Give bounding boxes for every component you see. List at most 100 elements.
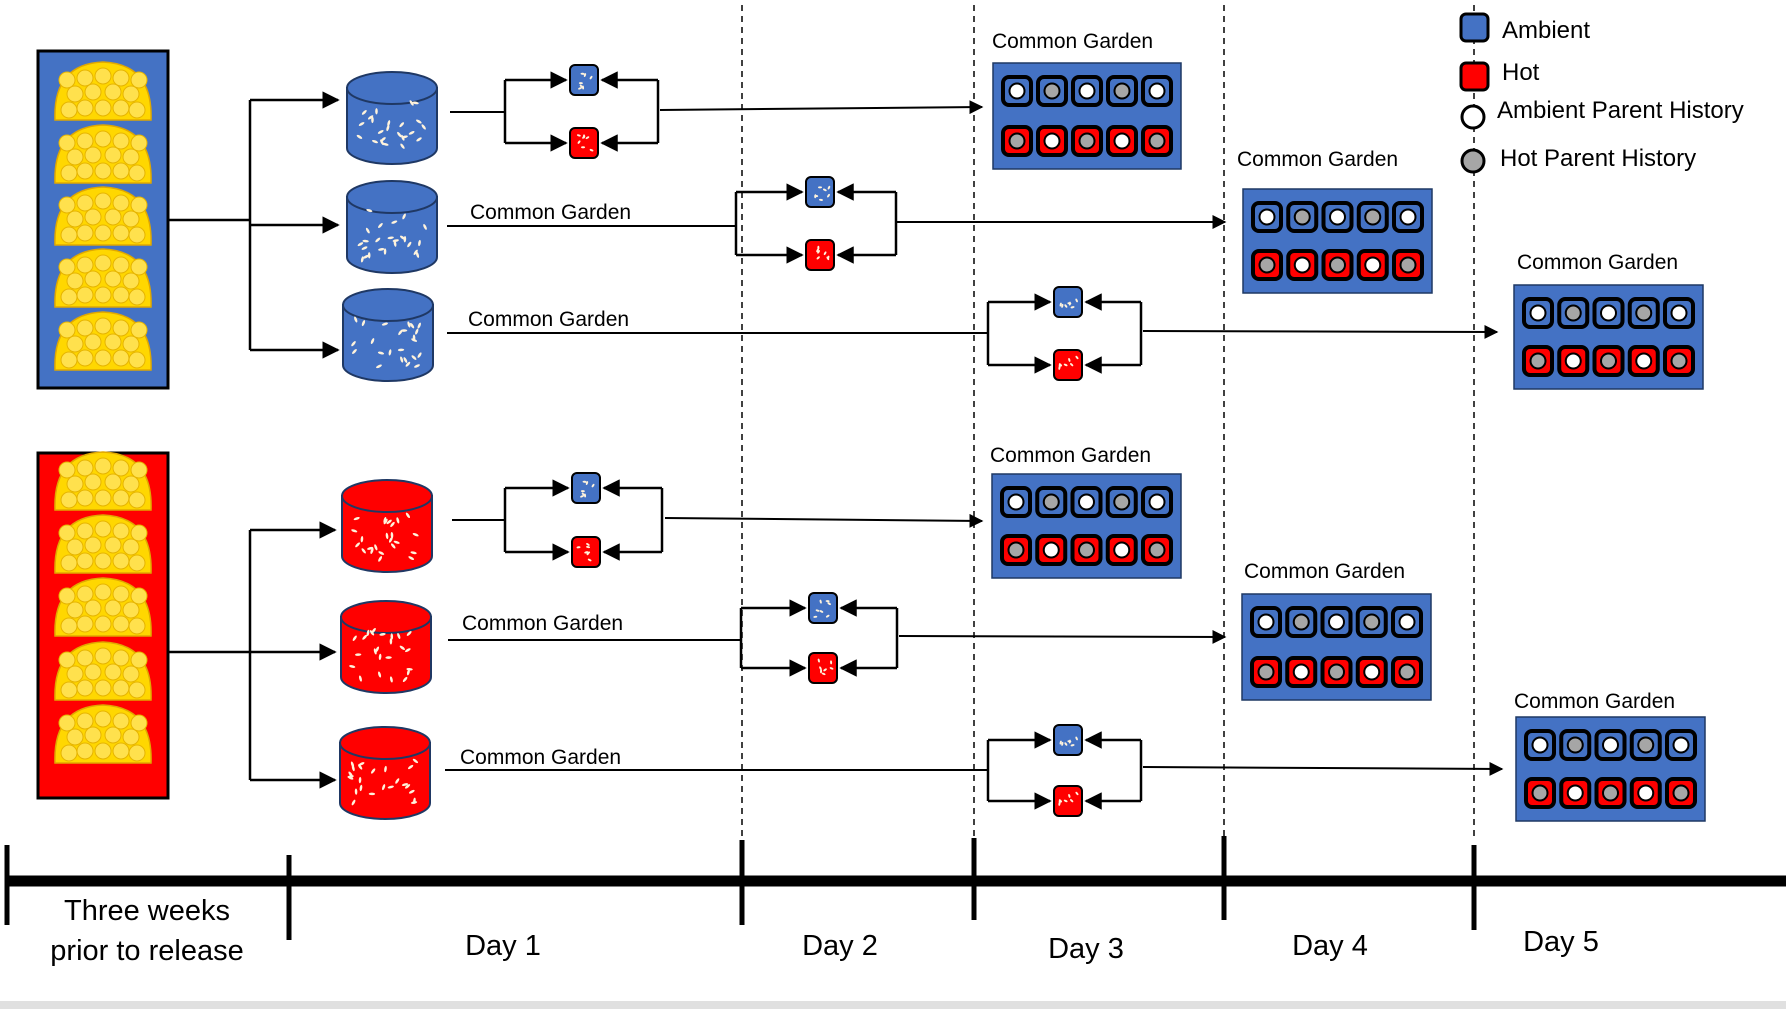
ambient-parent-larva	[1257, 613, 1275, 631]
ambient-parent-larva	[1637, 784, 1655, 802]
timeline-label-prior-release: prior to release	[50, 935, 243, 967]
ambient-parent-larva	[1635, 352, 1653, 370]
hot-treatment-icon	[805, 239, 835, 271]
ambient-parent-larva	[1600, 304, 1617, 322]
larval-container-icon	[340, 600, 432, 694]
hot-parent-larva	[1637, 736, 1655, 754]
treatment-split	[739, 599, 899, 677]
ambient-parent-larva	[1078, 493, 1095, 511]
timeline-label-day3: Day 3	[1048, 933, 1124, 965]
ambient-parent-larva	[1566, 784, 1584, 802]
common-garden-tray	[1513, 284, 1704, 390]
common-garden-title: Common Garden	[1244, 560, 1405, 583]
ambient-coral-stack	[54, 61, 152, 371]
legend-hot-parent-label: Hot Parent History	[1500, 145, 1696, 172]
ambient-parent-larva	[1328, 613, 1345, 631]
hot-parent-larva	[1635, 304, 1653, 322]
common-garden-title: Common Garden	[990, 444, 1151, 467]
common-garden-label: Common Garden	[470, 201, 631, 224]
timeline-label-day1: Day 1	[465, 930, 541, 962]
timeline-ticks	[4, 836, 1477, 940]
ambient-parent-larva	[1529, 304, 1547, 322]
hot-parent-larva	[1328, 663, 1345, 681]
ambient-parent-larva	[1007, 493, 1025, 511]
coral-colony-icon	[54, 514, 152, 574]
ambient-parent-larva	[1043, 132, 1061, 150]
hot-parent-larva	[1292, 613, 1310, 631]
ambient-treatment-icon	[569, 64, 599, 96]
timeline-label-three-weeks: Three weeks	[64, 895, 230, 927]
day-separators	[741, 5, 1475, 840]
common-garden-title: Common Garden	[1237, 148, 1398, 171]
larval-container-icon	[342, 288, 434, 382]
common-garden-tray	[992, 62, 1182, 170]
hot-treatment-icon	[1053, 349, 1083, 381]
hot-coral-stack	[54, 451, 152, 764]
common-garden-trays	[991, 62, 1706, 822]
coral-colony-icon	[54, 451, 152, 511]
timeline-label-day4: Day 4	[1292, 930, 1368, 962]
legend-ambient-swatch	[1459, 12, 1490, 43]
legend-ambient-parent-marker	[1460, 104, 1486, 130]
common-garden-title: Common Garden	[992, 30, 1153, 53]
hot-parent-larva	[1566, 736, 1584, 754]
common-garden-tray	[1242, 188, 1433, 294]
hot-parent-larva	[1042, 493, 1060, 511]
ambient-treatment-icon	[1053, 724, 1083, 756]
hot-parent-larva	[1602, 784, 1619, 802]
hot-treatment-icon	[569, 127, 599, 159]
treatment-split	[986, 293, 1143, 374]
coral-colony-icon	[54, 311, 152, 371]
legend: Ambient Hot Ambient Parent History Hot P…	[1459, 12, 1744, 174]
treatment-split	[986, 731, 1143, 810]
coral-colony-icon	[54, 61, 152, 121]
common-garden-tray	[1241, 593, 1432, 701]
ambient-parent-larva	[1042, 541, 1060, 559]
ambient-parent-larva	[1398, 613, 1416, 631]
hot-parent-larva	[1529, 352, 1547, 370]
garden-arrows	[659, 100, 1504, 776]
hot-parent-larva	[1007, 541, 1025, 559]
common-garden-title: Common Garden	[1514, 690, 1675, 713]
hot-parent-larva	[1600, 352, 1617, 370]
coral-colony-icon	[54, 704, 152, 764]
larval-container-icon	[341, 479, 433, 573]
common-garden-tray	[991, 473, 1182, 579]
ambient-treatment-icon	[1053, 286, 1083, 318]
hot-parent-larva	[1672, 784, 1690, 802]
parent-branch-connectors	[168, 91, 340, 789]
coral-colony-icon	[54, 577, 152, 637]
larval-container-icon	[346, 71, 438, 165]
timeline-label-day2: Day 2	[802, 930, 878, 962]
legend-hot-parent-marker	[1460, 148, 1486, 174]
ambient-parent-larva	[1148, 82, 1166, 100]
hot-parent-larva	[1670, 352, 1688, 370]
ambient-parent-larva	[1329, 208, 1346, 226]
coral-colony-icon	[54, 641, 152, 701]
hot-treatment-icon	[808, 652, 838, 684]
common-garden-label: Common Garden	[468, 308, 629, 331]
hot-parent-larva	[1564, 304, 1582, 322]
common-garden-title: Common Garden	[1517, 251, 1678, 274]
ambient-parent-larva	[1363, 663, 1381, 681]
hot-treatment-icon	[1053, 785, 1083, 817]
hot-parent-larva	[1329, 256, 1346, 274]
ambient-treatment-icon	[808, 592, 838, 624]
hot-treatment-icon	[571, 536, 601, 568]
ambient-parent-larva	[1113, 541, 1131, 559]
ambient-parent-larva	[1258, 208, 1276, 226]
ambient-parent-larva	[1670, 304, 1688, 322]
hot-parent-larva	[1364, 208, 1382, 226]
ambient-treatment-icon	[805, 176, 835, 208]
hot-parent-larva	[1043, 82, 1061, 100]
hot-parent-larva	[1293, 208, 1311, 226]
coral-colony-icon	[54, 124, 152, 184]
hot-parent-larva	[1008, 132, 1026, 150]
larval-container-icon	[339, 726, 431, 820]
ambient-parent-larva	[1292, 663, 1310, 681]
ambient-parent-larva	[1564, 352, 1582, 370]
larval-container-icon	[346, 180, 438, 274]
ambient-parent-larva	[1113, 132, 1131, 150]
